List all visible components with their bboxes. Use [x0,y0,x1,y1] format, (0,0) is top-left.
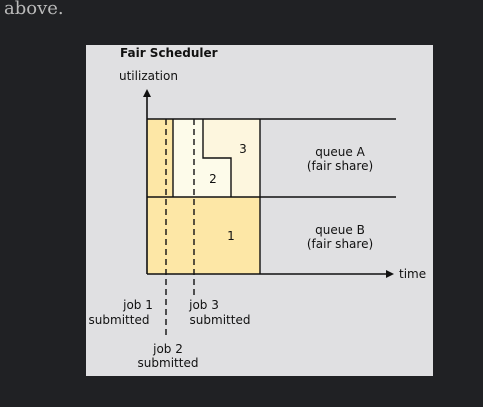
job1-event-line2: submitted [89,313,150,327]
queue-b-note: (fair share) [307,237,373,251]
y-axis-label: utilization [119,69,178,83]
job2-number: 2 [209,172,217,186]
job3-event-line2: submitted [190,313,251,327]
queue-b-name: queue B [315,223,365,237]
job1-event-line1: job 1 [122,298,153,312]
job2-event-line2: submitted [138,356,199,370]
job2-event-line1: job 2 [152,342,183,356]
job3-outline [202,119,232,197]
job2-allocation [203,158,231,197]
job1-number: 1 [227,229,235,243]
fair-scheduler-figure: Fair Scheduler utilization 1 2 3 queue A… [86,45,433,376]
scheduler-diagram: Fair Scheduler utilization 1 2 3 queue A… [89,46,427,370]
x-axis-label: time [399,267,426,281]
page-text-fragment: above. [4,0,64,19]
job3-number: 3 [239,142,247,156]
queue-a-name: queue A [315,145,365,159]
job2-allocation-left [173,119,203,197]
queue-a-note: (fair share) [307,159,373,173]
diagram-title: Fair Scheduler [120,46,218,60]
job3-event-line1: job 3 [188,298,219,312]
